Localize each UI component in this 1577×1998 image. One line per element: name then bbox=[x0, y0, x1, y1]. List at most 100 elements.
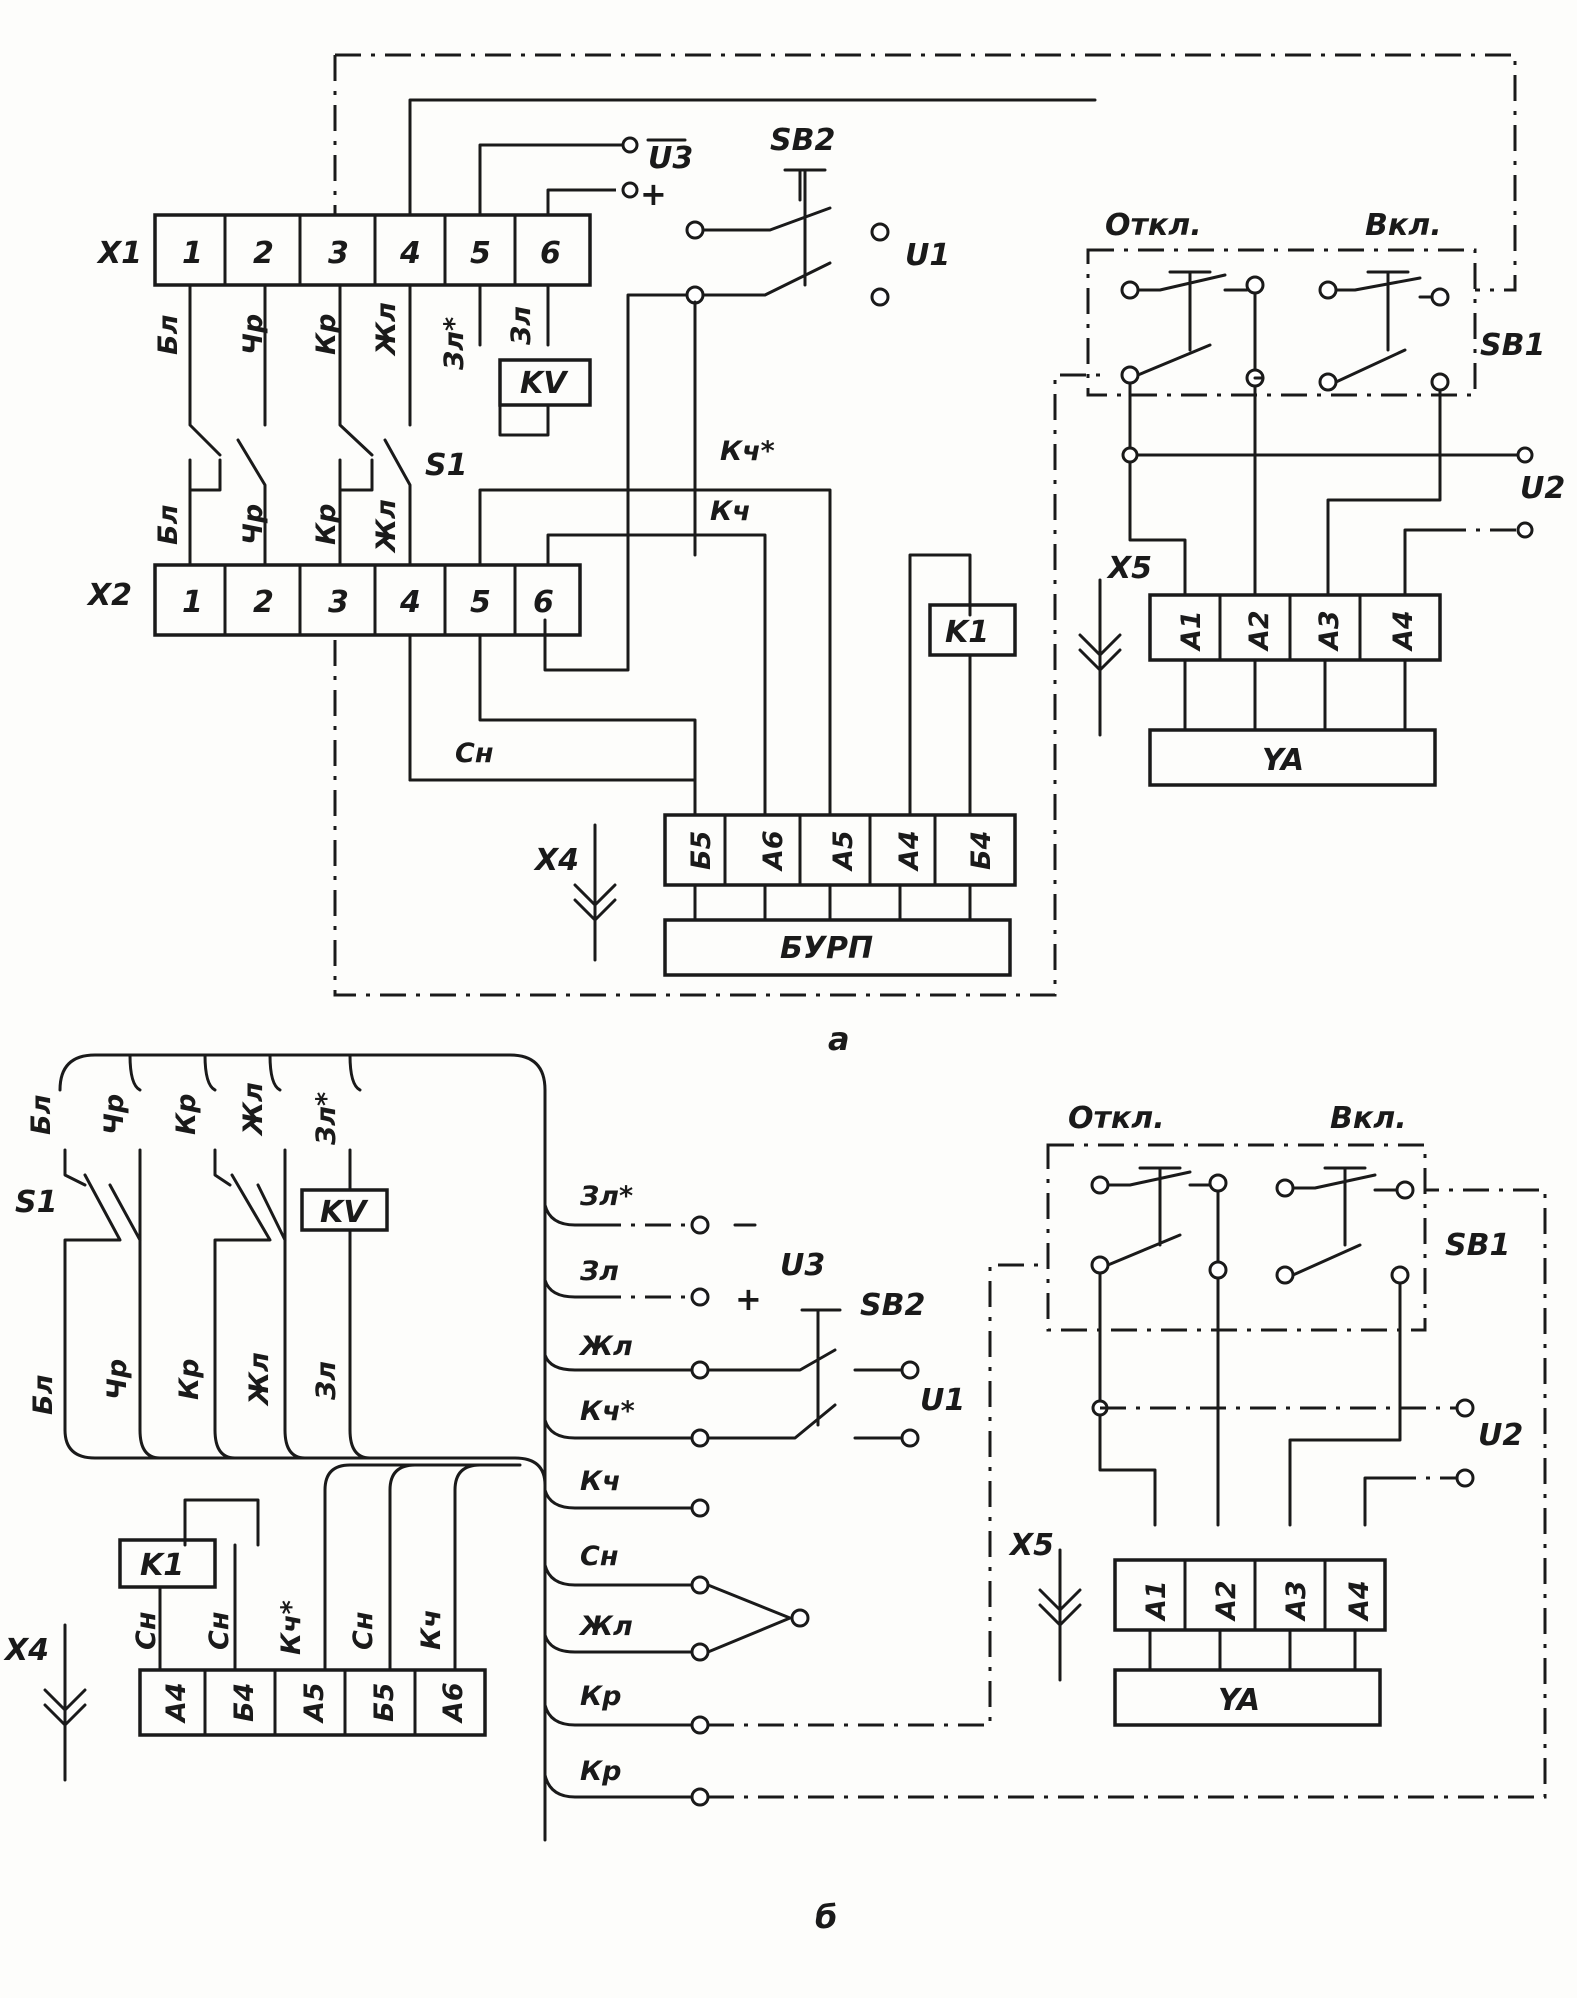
b-ya-connector: A1 A2 A3 A4 YA bbox=[1113, 1558, 1387, 1727]
connector-x1: X1 1 2 3 4 5 6 bbox=[96, 213, 592, 287]
burp-pin-a4: А4 bbox=[894, 830, 925, 872]
b-bot-chr: Чр bbox=[102, 1359, 133, 1400]
kv-relay bbox=[498, 358, 592, 407]
b-bot-bl: Бл bbox=[28, 1375, 59, 1415]
b-x4-pin-b4: Б4 bbox=[229, 1683, 260, 1722]
a-wire2-kr: Кр bbox=[311, 504, 342, 545]
x1-pin-1: 1 bbox=[182, 236, 203, 271]
b-top-kr: Кр bbox=[171, 1094, 202, 1135]
x2-pin-4: 4 bbox=[399, 585, 421, 620]
kv-label: KV bbox=[520, 366, 569, 401]
b-x4-wire-sn-2: Сн bbox=[204, 1612, 235, 1650]
s1-switch: S1 bbox=[188, 438, 467, 502]
u1-label: U1 bbox=[905, 238, 950, 273]
a-ya-pin-a1: A1 bbox=[1176, 610, 1207, 652]
x2-pin-6: 6 bbox=[533, 585, 554, 620]
burp-pin-b5: Б5 bbox=[686, 831, 717, 870]
burp-pin-a6: А6 bbox=[758, 830, 789, 872]
burp-pin-a5: А5 bbox=[828, 830, 859, 872]
caption-b: б bbox=[815, 1898, 837, 1936]
b-rw-kch-star: Кч* bbox=[580, 1396, 635, 1427]
b-x4-pin-a5: А5 bbox=[299, 1682, 330, 1724]
u3-label: U3 bbox=[648, 141, 693, 176]
a-wire2-chr: Чр bbox=[238, 504, 269, 545]
b-x4-wire-kch-star: Кч* bbox=[276, 1600, 307, 1655]
b-x4-wire-sn-1: Сн bbox=[131, 1612, 162, 1650]
b-rw-kr: Кр bbox=[580, 1681, 621, 1712]
a-x5-label: X5 bbox=[1106, 551, 1152, 586]
burp-label: БУРП bbox=[780, 931, 873, 966]
k1-relay bbox=[928, 603, 1017, 657]
a-vkl-label: Вкл. bbox=[1365, 208, 1442, 243]
b-ya-pin-a2: A2 bbox=[1211, 1580, 1242, 1622]
k1-label: K1 bbox=[945, 615, 989, 650]
b-rw-zl-star: Зл* bbox=[579, 1181, 633, 1212]
b-ya-pin-a3: A3 bbox=[1281, 1580, 1312, 1622]
b-rw-kch: Кч bbox=[580, 1466, 621, 1497]
diagram-a: X1 1 2 3 4 5 6 U3 + SB2 U1 bbox=[86, 53, 1565, 1058]
a-wire-bl: Бл bbox=[153, 315, 184, 355]
b-bot-kr: Кр bbox=[174, 1359, 205, 1400]
b-s1-label: S1 bbox=[15, 1185, 57, 1220]
b-kv-label: KV bbox=[320, 1195, 369, 1230]
b-otkl-label: Откл. bbox=[1068, 1101, 1165, 1136]
a-ya-connector: A1 A2 A3 A4 YA bbox=[1148, 593, 1442, 787]
x1-label: X1 bbox=[96, 236, 142, 271]
b-rw-zhl: Жл bbox=[578, 1331, 633, 1362]
b-k1-label: K1 bbox=[140, 1548, 184, 1583]
a-wire-zl: Зл bbox=[506, 306, 537, 346]
a-sn-label: Сн bbox=[455, 738, 493, 769]
caption-a: а bbox=[828, 1020, 850, 1058]
x2-pin-1: 1 bbox=[182, 585, 203, 620]
a-x4-label: X4 bbox=[533, 843, 579, 878]
b-ya-label: YA bbox=[1218, 1683, 1260, 1718]
burp-pin-b4: Б4 bbox=[966, 831, 997, 870]
u3-plus-terminal bbox=[621, 181, 639, 199]
x2-pin-5: 5 bbox=[470, 585, 491, 620]
b-u3-label: U3 bbox=[780, 1248, 825, 1283]
b-ya-pin-a1: A1 bbox=[1141, 1580, 1172, 1622]
b-right-wires: Зл* Зл + U3 Жл Кч* Кч Сн Жл bbox=[543, 1181, 1547, 1807]
a-wire-kr: Кр bbox=[311, 314, 342, 355]
b-rw-sn: Сн bbox=[580, 1541, 618, 1572]
burp-connector: Б5 А6 А5 А4 Б4 БУРП bbox=[663, 813, 1017, 977]
b-x4-pin-a4: А4 bbox=[161, 1682, 192, 1724]
x1-pin-4: 4 bbox=[399, 236, 421, 271]
x2-label: X2 bbox=[86, 578, 132, 613]
b-x4-pin-a6: А6 bbox=[438, 1682, 469, 1724]
sb2-switch: SB2 U1 bbox=[685, 123, 950, 307]
sb2-label: SB2 bbox=[770, 123, 835, 158]
u3-plus-sign: + bbox=[640, 175, 667, 213]
b-sb1-label: SB1 bbox=[1445, 1228, 1510, 1263]
a-sb1-label: SB1 bbox=[1480, 328, 1545, 363]
b-bot-zhl: Жл bbox=[244, 1352, 275, 1407]
b-rw-zhl-2: Жл bbox=[578, 1611, 633, 1642]
a-kch-label: Кч bbox=[710, 496, 751, 527]
b-x4-label: X4 bbox=[3, 1633, 49, 1668]
b-top-zhl: Жл bbox=[238, 1082, 269, 1137]
a-sb1-switch: Откл. Вкл. SB1 bbox=[1086, 208, 1545, 397]
a-wire2-bl: Бл bbox=[153, 505, 184, 545]
a-ya-label: YA bbox=[1262, 743, 1304, 778]
b-rw-kr-2: Кр bbox=[580, 1756, 621, 1787]
b-x5-label: X5 bbox=[1008, 1528, 1054, 1563]
b-vkl-label: Вкл. bbox=[1330, 1101, 1407, 1136]
s1-label: S1 bbox=[425, 448, 467, 483]
b-u3-plus-sign: + bbox=[735, 1280, 762, 1318]
b-k1-relay bbox=[118, 1538, 217, 1589]
x1-pin-3: 3 bbox=[328, 236, 349, 271]
a-ya-pin-a2: A2 bbox=[1244, 610, 1275, 652]
connector-x2: X2 1 2 3 4 5 6 bbox=[86, 563, 582, 637]
x2-pin-3: 3 bbox=[328, 585, 349, 620]
x1-pin-5: 5 bbox=[470, 236, 491, 271]
b-x4-pin-b5: Б5 bbox=[369, 1683, 400, 1722]
a-wire-zl-star: Зл* bbox=[439, 317, 470, 371]
x1-pin-6: 6 bbox=[540, 236, 561, 271]
a-wire-zhl: Жл bbox=[371, 302, 402, 357]
b-top-zl-star: Зл* bbox=[311, 1092, 342, 1146]
a-wire2-zhl: Жл bbox=[371, 499, 402, 554]
a-kch-star-label: Кч* bbox=[720, 436, 775, 467]
b-kv-relay bbox=[300, 1188, 389, 1232]
